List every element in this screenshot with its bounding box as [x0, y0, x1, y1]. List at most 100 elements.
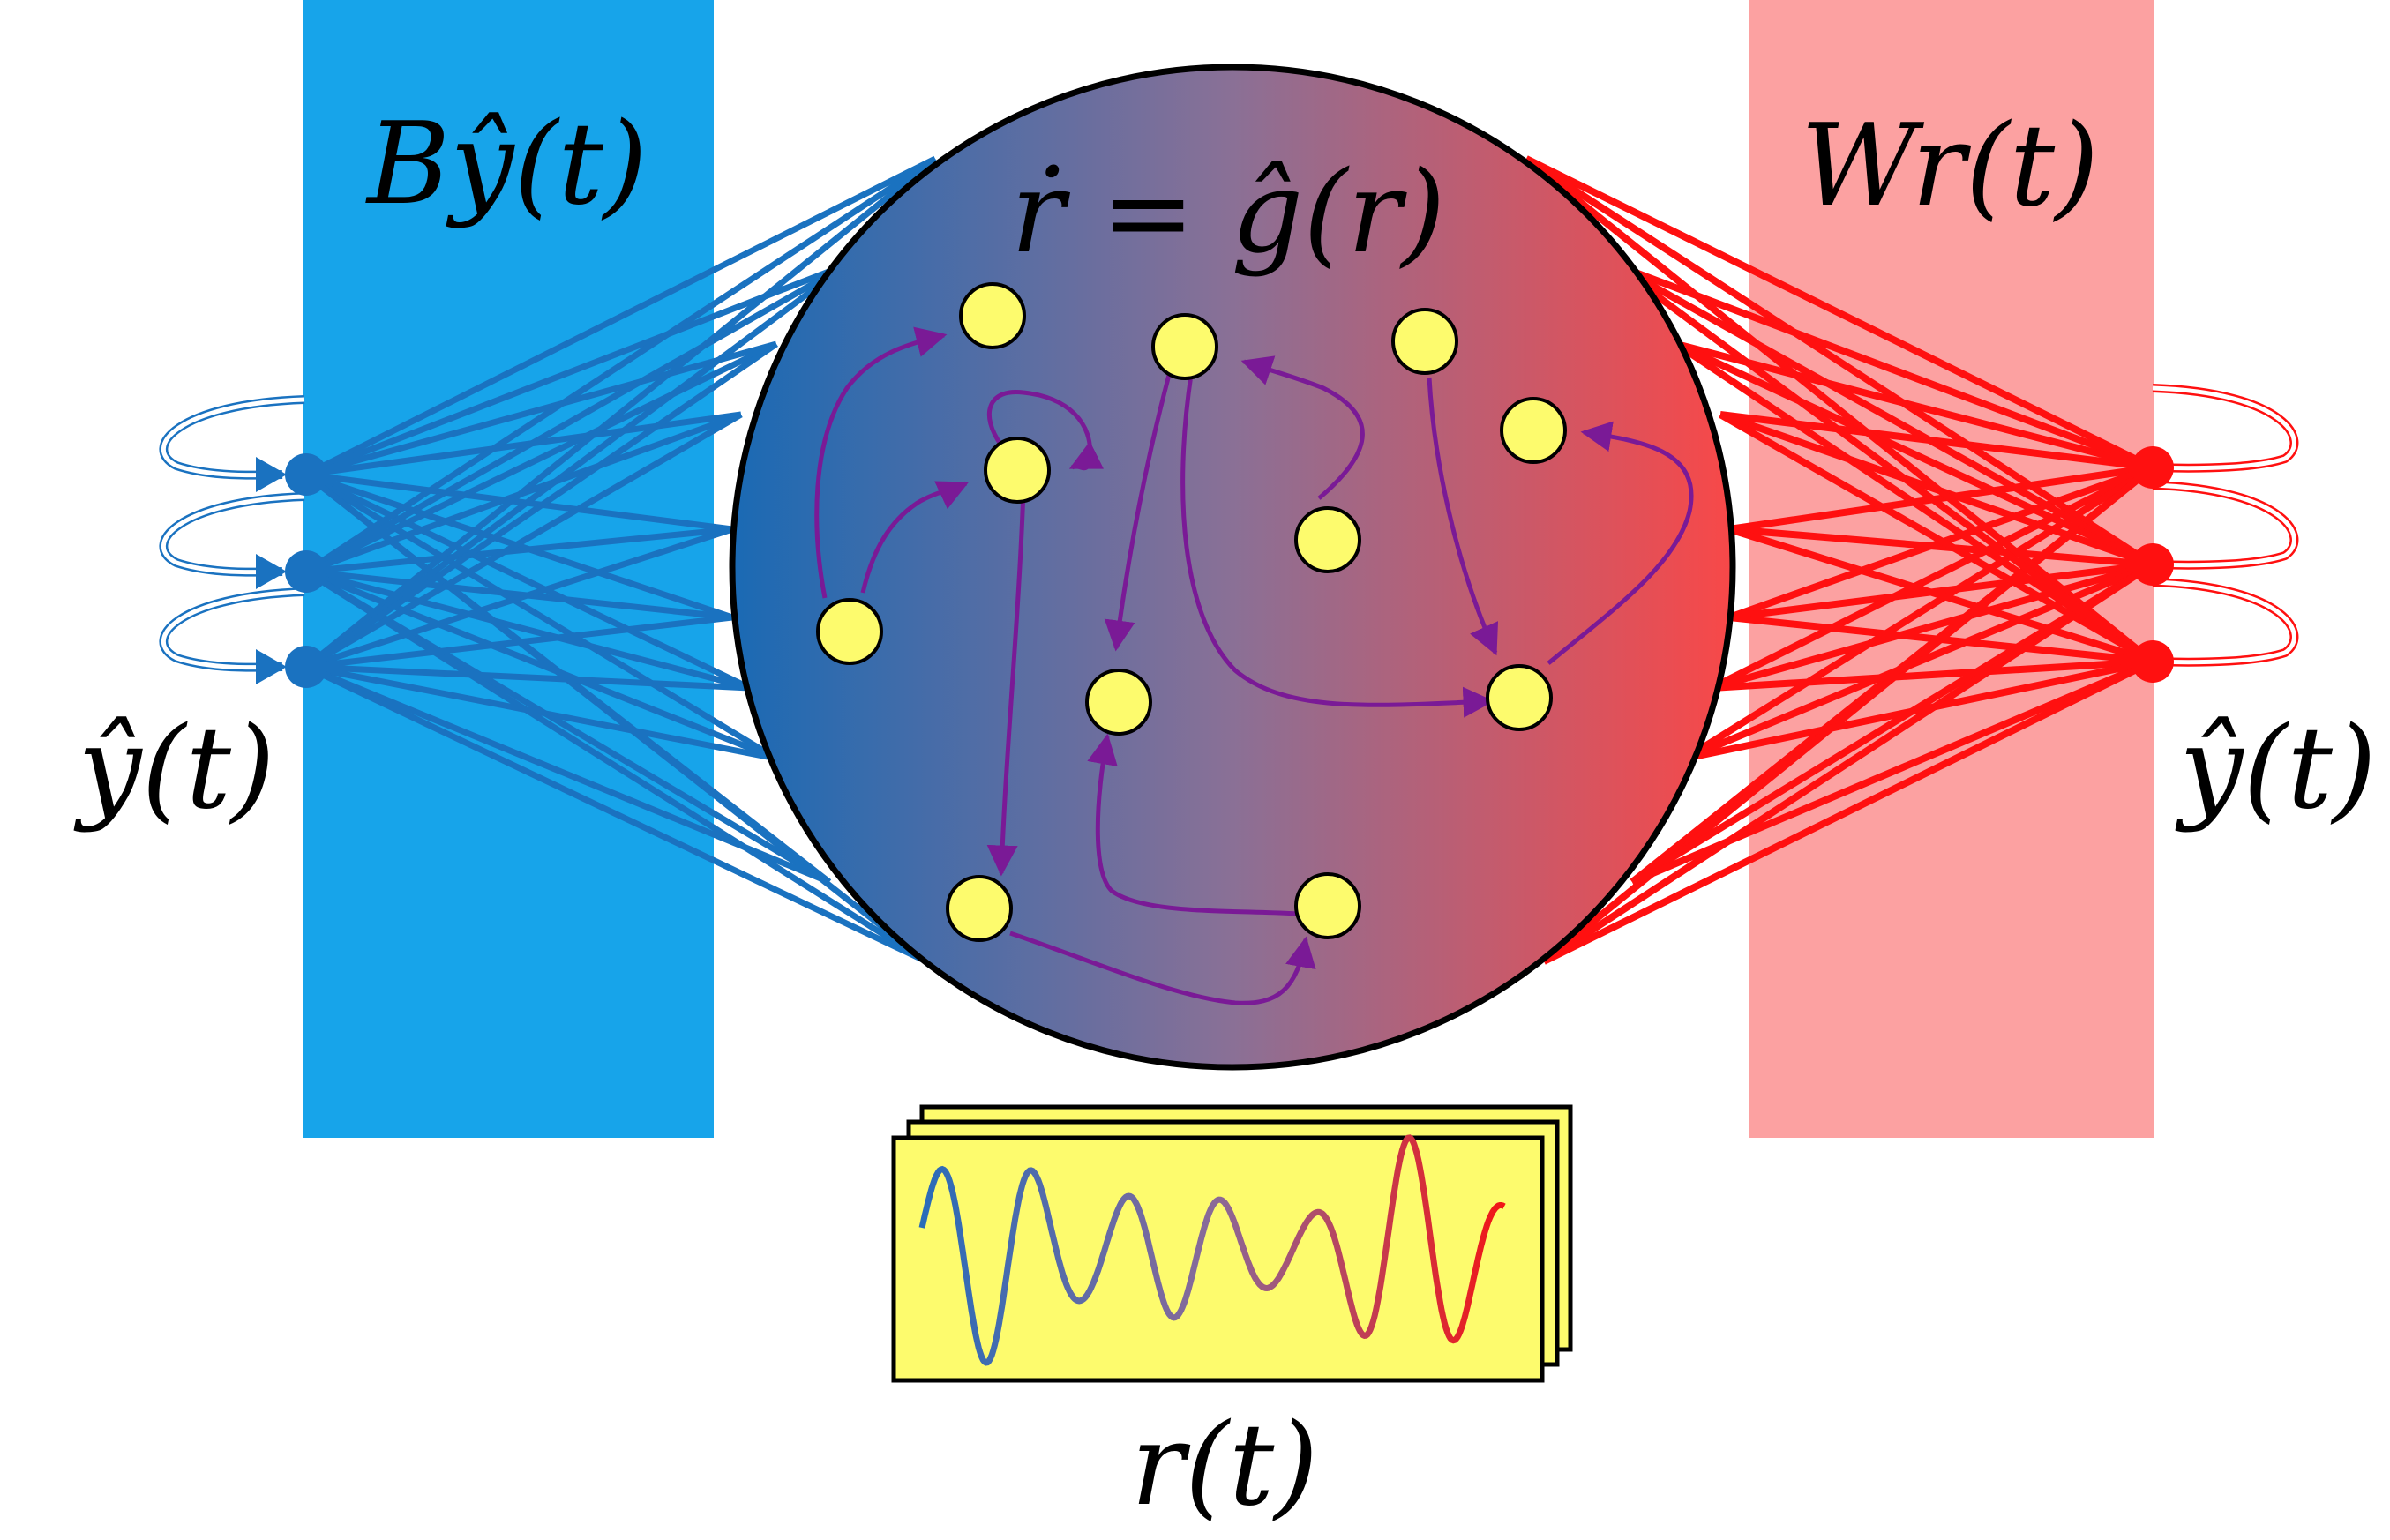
input-connections [303, 155, 938, 965]
input-nodes [285, 453, 327, 688]
connection-line [303, 262, 850, 669]
output-layer-label: Wr(t) [1801, 101, 2099, 232]
reservoir-equation-label: ṙ = ĝ(r) [1011, 147, 1446, 279]
trace-panel-front [891, 1135, 1545, 1383]
reservoir-node [1151, 313, 1218, 380]
connection-line [305, 614, 733, 670]
reservoir-node [1294, 506, 1361, 573]
feedback-loop [2152, 578, 2299, 667]
reservoir-node [984, 437, 1051, 504]
output-feedback-loops [2152, 384, 2299, 667]
reservoir-node [1085, 669, 1152, 736]
connection-line [305, 568, 751, 692]
connection-line [305, 471, 733, 533]
connection-line [304, 261, 849, 575]
feedback-loop [161, 589, 305, 670]
edge [1087, 733, 1324, 918]
input-signal-label: ŷ(t) [73, 703, 275, 834]
recurrent-edges [814, 326, 1694, 1005]
connection-line [304, 663, 831, 886]
reservoir-node [946, 875, 1013, 942]
connection-line [304, 411, 743, 670]
input-layer-label: Bŷ(t) [365, 99, 648, 230]
feedback-loop [2152, 481, 2299, 570]
connection-line [1728, 526, 2154, 568]
connection-line [304, 156, 937, 574]
connection-line [1710, 561, 2154, 692]
reservoir-nodes [816, 282, 1567, 942]
connection-line [304, 155, 937, 478]
connection-line [1719, 411, 2154, 665]
connection-line [1612, 261, 2155, 665]
reservoir-node [816, 598, 883, 665]
state-trace-wave [918, 1134, 1506, 1366]
connection-line [304, 341, 778, 669]
connection-line [1674, 340, 2154, 568]
reservoir-state-label: r(t) [1131, 1400, 1319, 1531]
connection-line [1674, 340, 2155, 665]
connection-line [1711, 658, 2154, 692]
input-feedback-loops [159, 395, 305, 672]
connection-line [1727, 526, 2154, 665]
connection-line [305, 411, 742, 478]
edge [1547, 421, 1694, 665]
feedback-loop [159, 492, 305, 577]
connection-line [1524, 155, 2155, 568]
reservoir-state-traces [891, 1104, 1573, 1383]
connection-line [1630, 658, 2154, 886]
edge [814, 326, 948, 599]
output-node [2132, 640, 2174, 683]
edge [1427, 377, 1499, 656]
output-signal-label: ŷ(t) [2175, 703, 2377, 834]
connection-line [304, 340, 778, 575]
input-node [285, 550, 327, 593]
connection-line [1728, 614, 2154, 665]
connection-line [305, 340, 777, 478]
loop-arrowhead [256, 554, 287, 589]
feedback-loop [2152, 482, 2296, 568]
reservoir-node [1294, 872, 1361, 939]
reservoir-node [959, 282, 1026, 349]
edge [986, 389, 1104, 471]
connection-line [1613, 261, 2154, 568]
edge [1104, 374, 1172, 652]
loop-arrowhead [256, 649, 287, 684]
connection-line [305, 663, 751, 692]
reservoir-node [1486, 664, 1553, 731]
edge [860, 481, 970, 594]
input-node [285, 646, 327, 688]
connection-line [1542, 658, 2154, 965]
edge [986, 489, 1026, 877]
feedback-loop [161, 494, 305, 575]
connection-line [1684, 658, 2154, 762]
connection-line [1728, 464, 2154, 533]
output-node [2132, 446, 2174, 489]
connection-line [305, 663, 777, 762]
input-node [285, 453, 327, 496]
connection-line [1524, 155, 2155, 665]
reservoir-node [1391, 308, 1458, 375]
connection-line [1525, 155, 2154, 471]
loop-arrowhead [256, 457, 287, 492]
connection-line [305, 526, 733, 575]
connection-line [304, 471, 752, 692]
reservoir-node [1500, 397, 1567, 464]
feedback-loop [159, 587, 305, 672]
edge [1240, 355, 1365, 500]
feedback-loop [159, 395, 305, 480]
feedback-loop [2152, 385, 2296, 471]
connection-line [1710, 464, 2154, 692]
output-connections [1524, 155, 2155, 965]
connection-line [303, 156, 938, 669]
connection-line [304, 663, 928, 965]
feedback-loop [2152, 579, 2296, 665]
connection-line [1728, 561, 2154, 621]
connection-line [304, 526, 734, 670]
feedback-loop [161, 397, 305, 478]
edge [1180, 374, 1495, 718]
edge [1009, 931, 1316, 1005]
output-node [2132, 543, 2174, 586]
output-nodes [2132, 446, 2174, 683]
feedback-loop [2152, 384, 2299, 473]
